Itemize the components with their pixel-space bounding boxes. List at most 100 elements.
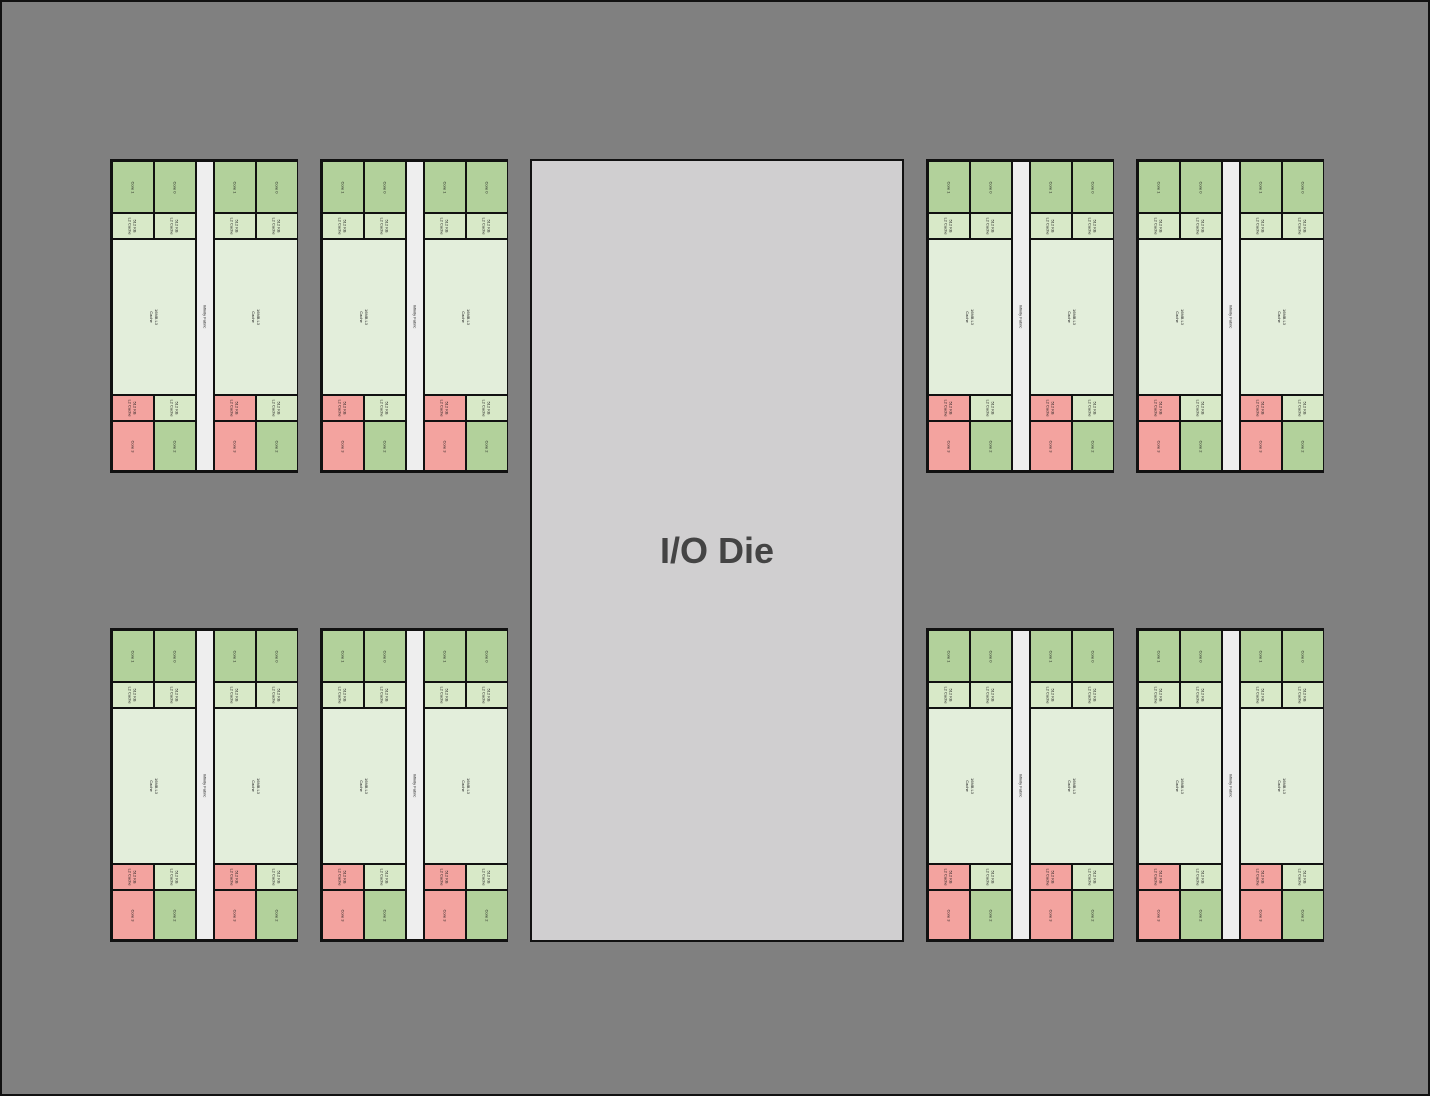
- right-ccx-l2-bottom-a-label: 512 KB L2 Cache: [1256, 868, 1266, 886]
- left-ccx-l3-cache-label: 16MB L3 Cache: [358, 308, 369, 326]
- right-ccx-core-top-b: Core 0: [466, 630, 508, 682]
- right-ccx-core-top-b: Core 0: [1282, 630, 1324, 682]
- right-ccx-l2-top-a: 512 KB L2 Cache: [424, 682, 466, 708]
- right-ccx-l2-top-b-label: 512 KB L2 Cache: [1088, 686, 1098, 704]
- left-ccx-core-bottom-a-label: Core 3: [130, 439, 136, 453]
- right-ccx-l2-top-b: 512 KB L2 Cache: [466, 682, 508, 708]
- left-ccx-core-bottom-b-label: Core 2: [172, 908, 178, 922]
- right-ccx-l3-cache-label: 16MB L3 Cache: [1276, 777, 1287, 795]
- right-ccx-l2-top-b-label: 512 KB L2 Cache: [482, 217, 492, 235]
- right-ccx-l2-bottom-a-label: 512 KB L2 Cache: [1046, 399, 1056, 417]
- right-ccx-core-top-a-label: Core 1: [1048, 180, 1054, 194]
- right-ccx-core-bottom-a-label: Core 3: [232, 908, 238, 922]
- left-ccx-core-bottom-b-label: Core 2: [382, 439, 388, 453]
- io-die-label: I/O Die: [659, 529, 775, 571]
- right-ccx-l2-top-a: 512 KB L2 Cache: [1240, 213, 1282, 239]
- left-ccx-l2-bottom-a: 512 KB L2 Cache: [928, 864, 970, 890]
- left-ccx-core-bottom-b: Core 2: [970, 890, 1012, 940]
- left-ccx-core-top-a-label: Core 1: [130, 649, 136, 663]
- right-ccx-l2-bottom-b: 512 KB L2 Cache: [1072, 864, 1114, 890]
- left-ccx-l2-bottom-a: 512 KB L2 Cache: [322, 395, 364, 421]
- right-ccx-core-bottom-a: Core 3: [1240, 421, 1282, 471]
- right-ccx-l2-top-a-label: 512 KB L2 Cache: [440, 217, 450, 235]
- left-ccx-l2-top-a-label: 512 KB L2 Cache: [1154, 686, 1164, 704]
- right-ccx-core-top-a: Core 1: [1030, 161, 1072, 213]
- left-ccx-core-top-b-label: Core 0: [172, 649, 178, 663]
- right-ccx-l2-bottom-b: 512 KB L2 Cache: [466, 864, 508, 890]
- right-ccx-core-top-b-label: Core 0: [274, 649, 280, 663]
- left-ccx-l2-bottom-a: 512 KB L2 Cache: [1138, 864, 1180, 890]
- left-ccx-l2-bottom-a-label: 512 KB L2 Cache: [128, 399, 138, 417]
- infinity-fabric-label: Infinity Fabric: [1228, 304, 1234, 328]
- left-ccx-core-top-a-label: Core 1: [946, 180, 952, 194]
- infinity-fabric-bus: Infinity Fabric: [196, 630, 214, 940]
- right-ccx-l2-bottom-a-label: 512 KB L2 Cache: [230, 399, 240, 417]
- right-ccx-core-top-b: Core 0: [1072, 161, 1114, 213]
- left-ccx-l3-cache: 16MB L3 Cache: [112, 239, 196, 395]
- left-ccx-core-top-b: Core 0: [1180, 630, 1222, 682]
- left-ccx-l3-cache-label: 16MB L3 Cache: [1174, 308, 1185, 326]
- left-ccx-core-top-b: Core 0: [364, 630, 406, 682]
- left-ccx-l2-top-b: 512 KB L2 Cache: [154, 213, 196, 239]
- right-ccx-l2-top-b: 512 KB L2 Cache: [466, 213, 508, 239]
- right-ccx-core-bottom-b: Core 2: [256, 890, 298, 940]
- right-ccx-l2-bottom-a: 512 KB L2 Cache: [1240, 864, 1282, 890]
- right-ccx-l2-bottom-b: 512 KB L2 Cache: [1282, 395, 1324, 421]
- right-ccx-core-top-a: Core 1: [1030, 630, 1072, 682]
- right-ccx-l2-top-a-label: 512 KB L2 Cache: [440, 686, 450, 704]
- right-ccx-core-bottom-b-label: Core 2: [484, 908, 490, 922]
- right-ccx-l2-top-a: 512 KB L2 Cache: [1240, 682, 1282, 708]
- left-ccx-l2-top-a-label: 512 KB L2 Cache: [1154, 217, 1164, 235]
- right-ccx-l3-cache-label: 16MB L3 Cache: [250, 777, 261, 795]
- io-die: I/O Die: [530, 159, 904, 942]
- left-ccx-core-bottom-b-label: Core 2: [382, 908, 388, 922]
- right-ccx-core-top-a: Core 1: [424, 630, 466, 682]
- left-ccx-core-top-a-label: Core 1: [946, 649, 952, 663]
- left-ccx-core-bottom-b: Core 2: [364, 421, 406, 471]
- left-ccx-core-bottom-a-label: Core 3: [946, 908, 952, 922]
- right-ccx-l3-cache: 16MB L3 Cache: [424, 239, 508, 395]
- right-ccx-l2-bottom-b-label: 512 KB L2 Cache: [1088, 399, 1098, 417]
- left-ccx-l2-top-a-label: 512 KB L2 Cache: [338, 217, 348, 235]
- right-ccx-core-top-b-label: Core 0: [484, 180, 490, 194]
- left-ccx-core-bottom-a: Core 3: [1138, 890, 1180, 940]
- left-ccx-l3-cache-label: 16MB L3 Cache: [964, 308, 975, 326]
- right-ccx-l3-cache-label: 16MB L3 Cache: [1276, 308, 1287, 326]
- left-ccx-l2-bottom-a-label: 512 KB L2 Cache: [944, 868, 954, 886]
- left-ccx-l3-cache-label: 16MB L3 Cache: [964, 777, 975, 795]
- right-ccx-core-bottom-a-label: Core 3: [1048, 908, 1054, 922]
- left-ccx-core-bottom-a: Core 3: [322, 890, 364, 940]
- right-ccx-l2-bottom-b-label: 512 KB L2 Cache: [1298, 868, 1308, 886]
- left-ccx-core-bottom-a: Core 3: [112, 890, 154, 940]
- left-ccx-l2-bottom-a-label: 512 KB L2 Cache: [128, 868, 138, 886]
- right-ccx-l2-top-b: 512 KB L2 Cache: [1282, 682, 1324, 708]
- left-ccx-core-bottom-a: Core 3: [322, 421, 364, 471]
- right-ccx-core-top-a-label: Core 1: [442, 649, 448, 663]
- infinity-fabric-bus: Infinity Fabric: [1222, 630, 1240, 940]
- left-ccx-l2-top-b: 512 KB L2 Cache: [154, 682, 196, 708]
- right-ccx-core-bottom-b-label: Core 2: [1300, 908, 1306, 922]
- right-ccx-core-bottom-a-label: Core 3: [442, 908, 448, 922]
- right-ccx-core-bottom-b: Core 2: [256, 421, 298, 471]
- left-ccx-core-top-a-label: Core 1: [1156, 649, 1162, 663]
- right-ccx-core-bottom-b-label: Core 2: [1090, 439, 1096, 453]
- left-ccx-core-top-a: Core 1: [322, 161, 364, 213]
- left-ccx-l2-bottom-b-label: 512 KB L2 Cache: [380, 868, 390, 886]
- right-ccx-core-bottom-b: Core 2: [1282, 421, 1324, 471]
- right-ccx-l2-bottom-a: 512 KB L2 Cache: [1240, 395, 1282, 421]
- right-ccx-core-bottom-a: Core 3: [424, 421, 466, 471]
- left-ccx-core-bottom-b: Core 2: [154, 890, 196, 940]
- right-ccx-l2-bottom-b-label: 512 KB L2 Cache: [272, 868, 282, 886]
- left-ccx-core-bottom-a: Core 3: [112, 421, 154, 471]
- right-ccx-l2-top-b-label: 512 KB L2 Cache: [482, 686, 492, 704]
- right-ccx-core-bottom-b: Core 2: [1072, 421, 1114, 471]
- right-ccx-l2-top-a: 512 KB L2 Cache: [1030, 213, 1072, 239]
- right-ccx-core-top-b: Core 0: [256, 630, 298, 682]
- right-ccx-core-top-b-label: Core 0: [1090, 180, 1096, 194]
- right-ccx-l2-bottom-b: 512 KB L2 Cache: [256, 395, 298, 421]
- left-ccx-core-bottom-a: Core 3: [928, 890, 970, 940]
- left-ccx-core-bottom-b: Core 2: [970, 421, 1012, 471]
- right-ccx-l2-bottom-b: 512 KB L2 Cache: [1072, 395, 1114, 421]
- left-ccx-l2-bottom-a-label: 512 KB L2 Cache: [1154, 399, 1164, 417]
